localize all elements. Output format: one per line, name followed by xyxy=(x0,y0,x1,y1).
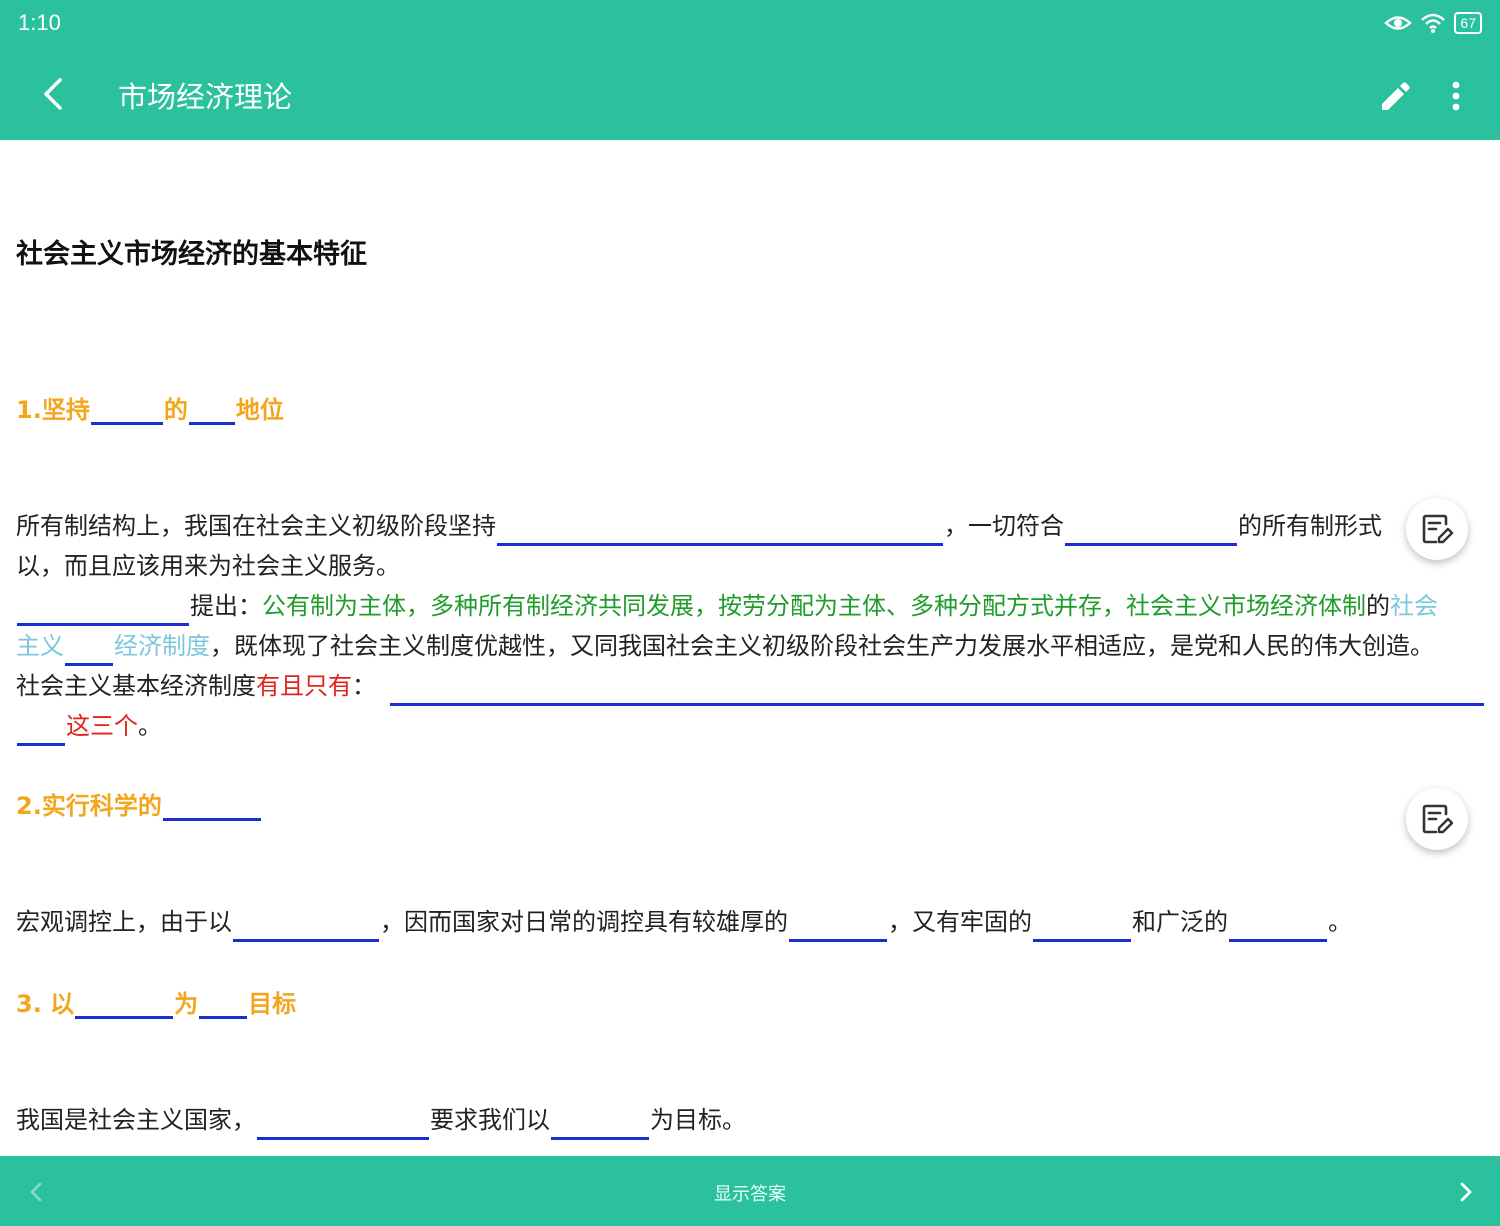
paragraph-line: 宏观调控上，由于以 ，因而国家对日常的调控具有较雄厚的 ，又有牢固的 和广泛的 。 xyxy=(16,902,1486,942)
note-edit-button[interactable] xyxy=(1406,788,1468,850)
section-3-title: 3. 以 为 目标 xyxy=(16,984,296,1019)
note-edit-icon xyxy=(1422,804,1454,834)
paragraph-text: 。 xyxy=(1328,908,1352,936)
paragraph-text: ，又有牢固的 xyxy=(888,908,1032,936)
section-1-text: 的 xyxy=(163,396,188,424)
app-bar: 市场经济理论 xyxy=(0,48,1500,140)
paragraph-line: 以，而且应该用来为社会主义服务。 xyxy=(16,546,1486,586)
blank[interactable] xyxy=(17,713,65,746)
blank[interactable] xyxy=(199,986,248,1019)
pencil-icon[interactable] xyxy=(1372,74,1416,118)
section-1-title: 1.坚持 的 地位 xyxy=(16,390,284,425)
battery-icon: 67 xyxy=(1454,12,1482,34)
paragraph-line: 提出：公有制为主体，多种所有制经济共同发展，按劳分配为主体、多种分配方式并存，社… xyxy=(16,586,1486,626)
answer-text: 公有制为主体，多种所有制经济共同发展，按劳分配为主体、多种分配方式并存，社会主义… xyxy=(262,592,1366,620)
wifi-icon xyxy=(1421,13,1446,33)
section-3-text: 为 xyxy=(174,990,199,1018)
content-heading: 社会主义市场经济的基本特征 xyxy=(16,239,367,270)
show-answer-button[interactable]: 显示答案 xyxy=(714,1184,786,1205)
note-edit-button[interactable] xyxy=(1406,498,1468,560)
blank[interactable] xyxy=(390,673,1484,706)
paragraph-text: 社会主义基本经济制度 xyxy=(16,672,256,700)
blank[interactable] xyxy=(1065,513,1237,546)
emphasis-text: 这三个 xyxy=(66,712,138,740)
more-vertical-icon[interactable] xyxy=(1436,74,1476,118)
paragraph-line: 这三个。 xyxy=(16,706,1486,746)
section-1-paragraph: 所有制结构上，我国在社会主义初级阶段坚持 ，一切符合 的所有制形式 以，而且应该用来… xyxy=(16,506,1486,746)
paragraph-text: 。 xyxy=(138,712,162,740)
blank[interactable] xyxy=(233,909,379,942)
answer-text: 主义 xyxy=(16,632,64,660)
section-2-text: 2.实行科学的 xyxy=(16,792,162,820)
paragraph-text: ，一切符合 xyxy=(944,512,1064,540)
paragraph-text: 要求我们以 xyxy=(430,1106,550,1134)
blank[interactable] xyxy=(1229,909,1327,942)
paragraph-text: 提出： xyxy=(190,592,262,620)
paragraph-line: 社会主义基本经济制度有且只有： xyxy=(16,666,1486,706)
paragraph-text: ，既体现了社会主义制度优越性，又同我国社会主义初级阶段社会生产力发展水平相适应，… xyxy=(210,632,1434,660)
emphasis-text: 有且只有 xyxy=(256,672,352,700)
blank[interactable] xyxy=(75,986,174,1019)
paragraph-text: 我国是社会主义国家， xyxy=(16,1106,256,1134)
blank[interactable] xyxy=(1033,909,1131,942)
eye-icon xyxy=(1384,16,1413,30)
blank[interactable] xyxy=(551,1107,649,1140)
paragraph-line: 所有制结构上，我国在社会主义初级阶段坚持 ，一切符合 的所有制形式 xyxy=(16,506,1486,546)
status-bar: 1:10 67 xyxy=(0,0,1500,48)
next-button[interactable] xyxy=(1452,1178,1480,1206)
blank[interactable] xyxy=(65,633,113,666)
note-edit-icon xyxy=(1422,514,1454,544)
content-area[interactable]: 社会主义市场经济的基本特征 1.坚持的地位 所有制结构上，我国在社会主义初级阶段… xyxy=(0,140,1500,1156)
page-title: 市场经济理论 xyxy=(118,80,293,114)
section-2-title: 2.实行科学的 xyxy=(16,786,262,821)
paragraph-text: 所有制结构上，我国在社会主义初级阶段坚持 xyxy=(16,512,496,540)
section-2-paragraph: 宏观调控上，由于以 ，因而国家对日常的调控具有较雄厚的 ，又有牢固的 和广泛的 。 xyxy=(16,902,1486,942)
paragraph-text: 的 xyxy=(1366,592,1390,620)
paragraph-line: 我国是社会主义国家， 要求我们以 为目标。 xyxy=(16,1100,1486,1140)
section-1-text: 1.坚持 xyxy=(16,396,90,424)
blank[interactable] xyxy=(90,392,163,425)
back-button[interactable] xyxy=(30,70,78,118)
paragraph-text: 和广泛的 xyxy=(1132,908,1228,936)
blank[interactable] xyxy=(789,909,887,942)
paragraph-line: 主义 经济制度，既体现了社会主义制度优越性，又同我国社会主义初级阶段社会生产力发展… xyxy=(16,626,1486,666)
paragraph-text: 的所有制形式 xyxy=(1238,512,1382,540)
paragraph-text: 为目标。 xyxy=(650,1106,746,1134)
paragraph-text: 宏观调控上，由于以 xyxy=(16,908,232,936)
blank[interactable] xyxy=(257,1107,429,1140)
paragraph-text: ： xyxy=(352,672,376,700)
blank[interactable] xyxy=(188,392,235,425)
status-time: 1:10 xyxy=(18,10,61,35)
answer-text: 社会 xyxy=(1390,592,1438,620)
answer-text: 经济制度 xyxy=(114,632,210,660)
section-3-text: 3. 以 xyxy=(16,990,75,1018)
section-1-text: 地位 xyxy=(235,396,284,424)
blank[interactable] xyxy=(497,513,943,546)
blank[interactable] xyxy=(17,593,189,626)
prev-button[interactable] xyxy=(22,1178,50,1206)
blank[interactable] xyxy=(162,788,261,821)
status-icons: 67 xyxy=(1384,12,1482,34)
bottom-bar: 显示答案 xyxy=(0,1156,1500,1226)
section-3-text: 目标 xyxy=(248,990,297,1018)
section-3-paragraph: 我国是社会主义国家， 要求我们以 为目标。 xyxy=(16,1100,1486,1140)
paragraph-text: ，因而国家对日常的调控具有较雄厚的 xyxy=(380,908,788,936)
paragraph-text: 以，而且应该用来为社会主义服务。 xyxy=(16,552,400,580)
